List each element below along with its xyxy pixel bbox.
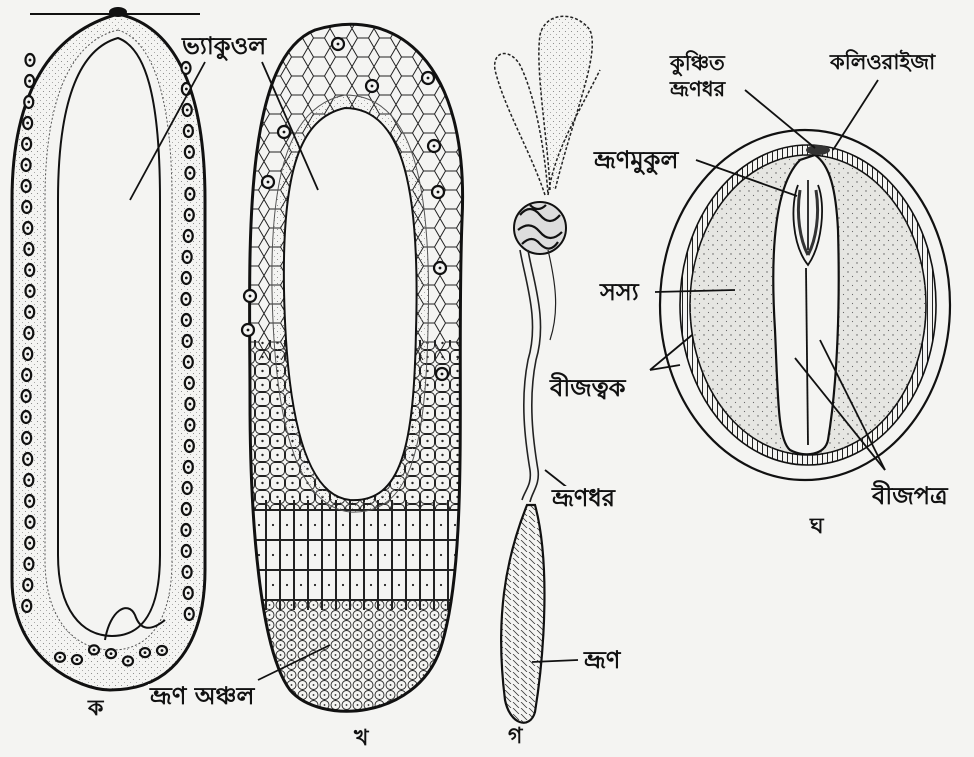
nucleolus xyxy=(187,466,190,469)
nucleolus xyxy=(185,67,188,70)
nucleolus xyxy=(186,256,189,259)
figure-gha xyxy=(660,130,950,480)
nucleolus xyxy=(188,445,191,448)
nucleolus xyxy=(189,193,192,196)
nucleolus xyxy=(29,59,32,62)
nucleolus xyxy=(110,652,113,655)
nucleolus xyxy=(188,382,191,385)
nucleolus xyxy=(28,500,31,503)
nucleolus xyxy=(28,80,31,83)
nucleolus xyxy=(25,185,28,188)
label-plumule: ভ্রূণমুকুল xyxy=(592,148,680,172)
label-coiled-suspensor: কুঞ্চিত ভ্রূণধর xyxy=(668,50,727,103)
nucleolus xyxy=(185,298,188,301)
label-endosperm: সস্য xyxy=(598,280,641,304)
nucleolus xyxy=(188,214,191,217)
nucleolus xyxy=(267,181,270,184)
figure-letter-ga: গ xyxy=(506,726,524,748)
nucleolus xyxy=(127,660,130,663)
nucleolus xyxy=(25,143,28,146)
nucleolus xyxy=(187,592,190,595)
nucleolus xyxy=(189,403,192,406)
label-embryo-region: ভ্রূণ অঞ্চল xyxy=(148,684,256,708)
nucleolus xyxy=(27,563,30,566)
nucleolus xyxy=(337,43,340,46)
nucleolus xyxy=(26,122,29,125)
figure-ga xyxy=(495,16,600,722)
label-coleorhiza: কলিওরাইজা xyxy=(828,52,937,73)
nucleolus xyxy=(439,267,442,270)
figure-letter-ka: ক xyxy=(86,698,105,720)
nucleolus xyxy=(29,521,32,524)
nucleolus xyxy=(25,437,28,440)
nucleolus xyxy=(27,479,30,482)
nucleolus xyxy=(185,319,188,322)
nucleolus xyxy=(28,542,31,545)
nucleolus xyxy=(59,656,62,659)
nucleolus xyxy=(187,235,190,238)
nucleolus xyxy=(371,85,374,88)
nucleolus xyxy=(185,277,188,280)
label-embryo: ভ্রূণ xyxy=(582,648,622,672)
nucleolus xyxy=(25,605,28,608)
nucleolus xyxy=(76,658,79,661)
nucleolus xyxy=(27,101,30,104)
nucleolus xyxy=(187,361,190,364)
nucleolus xyxy=(26,584,29,587)
nucleolus xyxy=(26,227,29,230)
figure-letter-gha: ঘ xyxy=(808,516,826,538)
nucleolus xyxy=(25,164,28,167)
label-suspensor: ভ্রূণধর xyxy=(550,486,617,510)
nucleolus xyxy=(283,131,286,134)
nucleolus xyxy=(26,353,29,356)
nucleolus xyxy=(185,88,188,91)
nucleolus xyxy=(189,172,192,175)
nucleolus xyxy=(186,109,189,112)
nucleolus xyxy=(185,529,188,532)
nucleolus xyxy=(29,290,32,293)
nucleolus xyxy=(27,248,30,251)
figure-ka xyxy=(12,7,205,690)
nucleolus xyxy=(186,571,189,574)
nucleolus xyxy=(188,151,191,154)
nucleolus xyxy=(186,487,189,490)
label-vacuole: ভ্যাকুওল xyxy=(180,34,268,58)
nucleolus xyxy=(427,77,430,80)
nucleolus xyxy=(185,550,188,553)
figure-kha xyxy=(240,0,480,730)
figure-letter-kha: খ xyxy=(352,728,370,750)
label-seed-coat: বীজত্বক xyxy=(548,376,628,400)
nucleolus xyxy=(185,508,188,511)
nucleolus xyxy=(28,311,31,314)
nucleolus xyxy=(187,130,190,133)
nucleolus xyxy=(247,329,250,332)
nucleolus xyxy=(28,269,31,272)
nucleolus xyxy=(25,206,28,209)
nucleolus xyxy=(249,295,252,298)
nucleolus xyxy=(441,373,444,376)
nucleolus xyxy=(437,191,440,194)
nucleolus xyxy=(433,145,436,148)
nucleolus xyxy=(93,648,96,651)
nucleolus xyxy=(25,374,28,377)
nucleolus xyxy=(189,424,192,427)
nucleolus xyxy=(25,395,28,398)
nucleolus xyxy=(188,613,191,616)
nucleolus xyxy=(186,340,189,343)
label-cotyledon: বীজপত্র xyxy=(870,484,950,508)
nucleolus xyxy=(27,332,30,335)
nucleolus xyxy=(25,416,28,419)
nucleolus xyxy=(26,458,29,461)
nucleolus xyxy=(161,649,164,652)
nucleolus xyxy=(144,651,147,654)
